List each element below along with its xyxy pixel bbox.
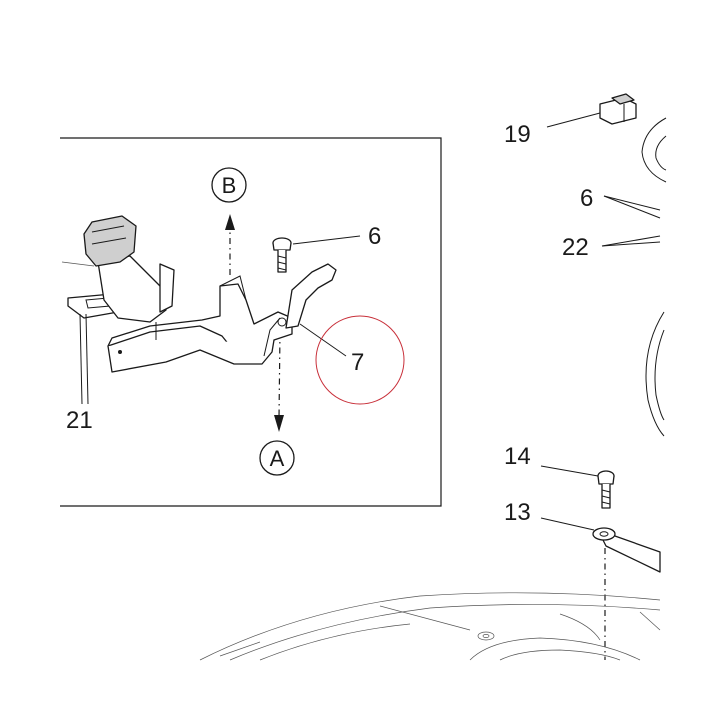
leader-6-right-a (603, 195, 661, 211)
callout-7: 7 (351, 349, 364, 376)
callout-21: 21 (66, 407, 93, 434)
leader-19 (546, 112, 601, 128)
part-19-connector (599, 93, 637, 125)
part-7-bracket (107, 263, 337, 373)
callout-19: 19 (504, 121, 531, 148)
part-6-screw-inset (272, 237, 292, 273)
body-panel-sketch (199, 592, 661, 661)
direction-arrow-b (225, 214, 235, 275)
callout-6-right: 6 (580, 185, 593, 212)
leader-13 (540, 517, 595, 531)
leader-22-a (601, 235, 661, 247)
part-14-screw (597, 470, 615, 509)
callout-22: 22 (562, 234, 589, 261)
large-arc-component (645, 311, 665, 437)
highlight-circle (315, 315, 405, 405)
callout-14: 14 (504, 443, 531, 470)
leader-22-b (601, 241, 661, 247)
leader-6-inset (292, 235, 361, 245)
detail-inset (60, 137, 442, 507)
callout-6-inset: 6 (368, 223, 381, 250)
part-21-connector-housing (61, 215, 175, 405)
view-marker-b-label: B (222, 173, 237, 198)
direction-arrow-a (274, 331, 284, 432)
leader-7 (299, 323, 347, 357)
view-marker-b: B (211, 167, 247, 203)
partial-round-component (641, 117, 667, 183)
leader-6-right-b (603, 195, 661, 219)
leader-14 (540, 465, 599, 477)
part-13-washer (592, 527, 661, 573)
view-marker-a-label: A (270, 446, 285, 471)
view-marker-a: A (259, 440, 295, 476)
callout-13: 13 (504, 499, 531, 526)
